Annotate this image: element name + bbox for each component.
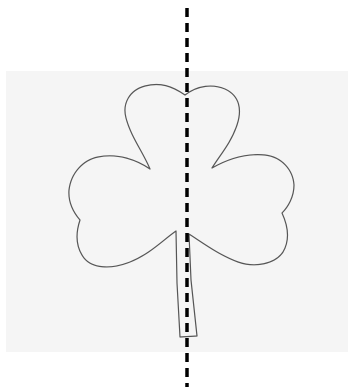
background-panel: [6, 71, 348, 352]
